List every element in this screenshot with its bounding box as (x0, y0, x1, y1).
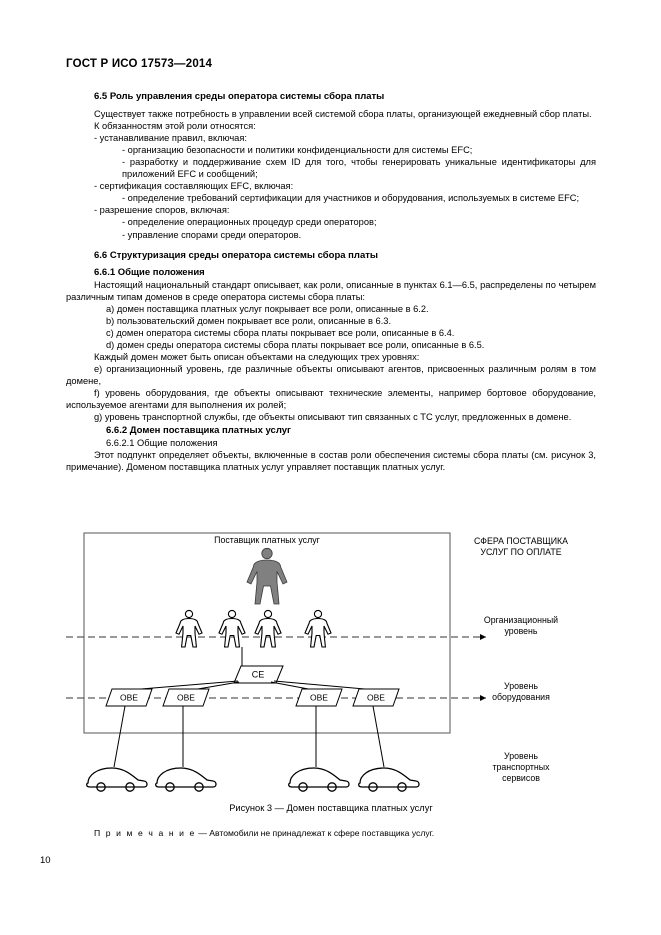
label-level-transport-line1: Уровень (504, 751, 538, 761)
label-domain-line1: СФЕРА ПОСТАВЩИКА (474, 536, 568, 546)
document-body: 6.5 Роль управления среды оператора сист… (66, 88, 596, 473)
list-item-c: c) домен оператора системы сбора платы п… (106, 327, 455, 338)
paragraph-6-6-1-2: Каждый домен может быть описан объектами… (94, 351, 420, 362)
label-level-transport-line3: сервисов (502, 773, 540, 783)
vehicle-4-icon (358, 767, 420, 792)
figure-note-label: П р и м е ч а н и е (94, 828, 196, 838)
bullet-dispute: - разрешение споров, включая: (94, 205, 230, 216)
figure-note-text: — Автомобили не принадлежат к сфере пост… (195, 828, 435, 838)
list-item-b: b) пользовательский домен покрывает все … (106, 315, 392, 326)
bullet-rules-id-schemes: - разработку и поддерживание схем ID для… (122, 157, 596, 180)
figure-caption: Рисунок 3 — Домен поставщика платных усл… (229, 803, 433, 813)
label-domain-line2: УСЛУГ ПО ОПЛАТЕ (480, 547, 561, 557)
actor-group-organizational (175, 609, 332, 648)
node-obe-4-label: OBE (367, 693, 385, 703)
actor-agent-1-icon (175, 609, 203, 648)
heading-6-6: 6.6 Структуризация среды оператора систе… (94, 249, 379, 261)
bullet-dispute-procedures: - определение операционных процедур сред… (122, 217, 377, 228)
label-level-org-line2: уровень (505, 626, 538, 636)
vehicle-2-icon (155, 767, 217, 792)
heading-6-5: 6.5 Роль управления среды оператора сист… (94, 91, 385, 102)
bullet-dispute-management: - управление спорами среди операторов. (122, 229, 302, 240)
bullet-rules-security: - организацию безопасности и политики ко… (122, 145, 473, 156)
vehicle-1-icon (86, 767, 148, 792)
label-level-org-line1: Организационный (484, 615, 558, 625)
bullet-certification: - сертификация составляющих EFC, включая… (94, 181, 294, 192)
list-item-d: d) домен среды оператора системы сбора п… (106, 339, 485, 350)
node-obe-2: OBE (162, 688, 210, 707)
figure-note: П р и м е ч а н и е — Автомобили не прин… (66, 828, 596, 838)
vehicle-3-icon (288, 767, 350, 792)
paragraph-6-6-2-1-1: Этот подпункт определяет объекты, включе… (66, 450, 596, 473)
document-header: ГОСТ Р ИСО 17573—2014 (66, 58, 213, 70)
vehicle-group (86, 767, 420, 792)
node-obe-2-label: OBE (177, 693, 195, 703)
heading-6-6-2-1: 6.6.2.1 Общие положения (106, 438, 218, 449)
node-obe-3: OBE (295, 688, 343, 707)
paragraph-6-5-1: Существует также потребность в управлени… (94, 109, 592, 120)
actor-toll-service-provider-icon (246, 547, 288, 605)
connectors-obe-to-vehicles (113, 705, 385, 768)
label-level-transport-line2: транспортных (492, 762, 550, 772)
node-ce: CE (233, 665, 284, 684)
figure-3: CE OBE OBE OBE (66, 530, 596, 820)
list-item-e: e) организационный уровень, где различны… (66, 363, 596, 387)
list-item-a: a) домен поставщика платных услуг покрыв… (106, 303, 429, 314)
paragraph-6-5-2: К обязанностям этой роли относятся: (94, 121, 256, 132)
label-level-equip-line2: оборудования (492, 692, 550, 702)
node-obe-1: OBE (105, 688, 153, 707)
domain-frame (83, 532, 451, 734)
bullet-rules: - устанавливание правил, включая: (94, 133, 247, 144)
label-level-equip-line1: Уровень (504, 681, 538, 691)
list-item-g: g) уровень транспортной службы, где объе… (94, 412, 572, 423)
heading-6-6-2: 6.6.2 Домен поставщика платных услуг (106, 425, 291, 437)
actor-agent-4-icon (304, 609, 332, 648)
bullet-certification-requirements: - определение требований сертификации дл… (122, 193, 580, 204)
list-item-f: f) уровень оборудования, где объекты опи… (66, 388, 596, 411)
node-ce-label: CE (252, 670, 265, 680)
page-number: 10 (40, 855, 51, 866)
node-obe-1-label: OBE (120, 693, 138, 703)
label-toll-service-provider: Поставщик платных услуг (214, 535, 320, 545)
actor-agent-3-icon (254, 609, 282, 648)
paragraph-6-6-1-1: Настоящий национальный стандарт описывае… (66, 279, 596, 302)
node-obe-3-label: OBE (310, 693, 328, 703)
actor-agent-2-icon (218, 609, 246, 648)
node-obe-4: OBE (352, 688, 400, 707)
heading-6-6-1: 6.6.1 Общие положения (94, 266, 205, 278)
